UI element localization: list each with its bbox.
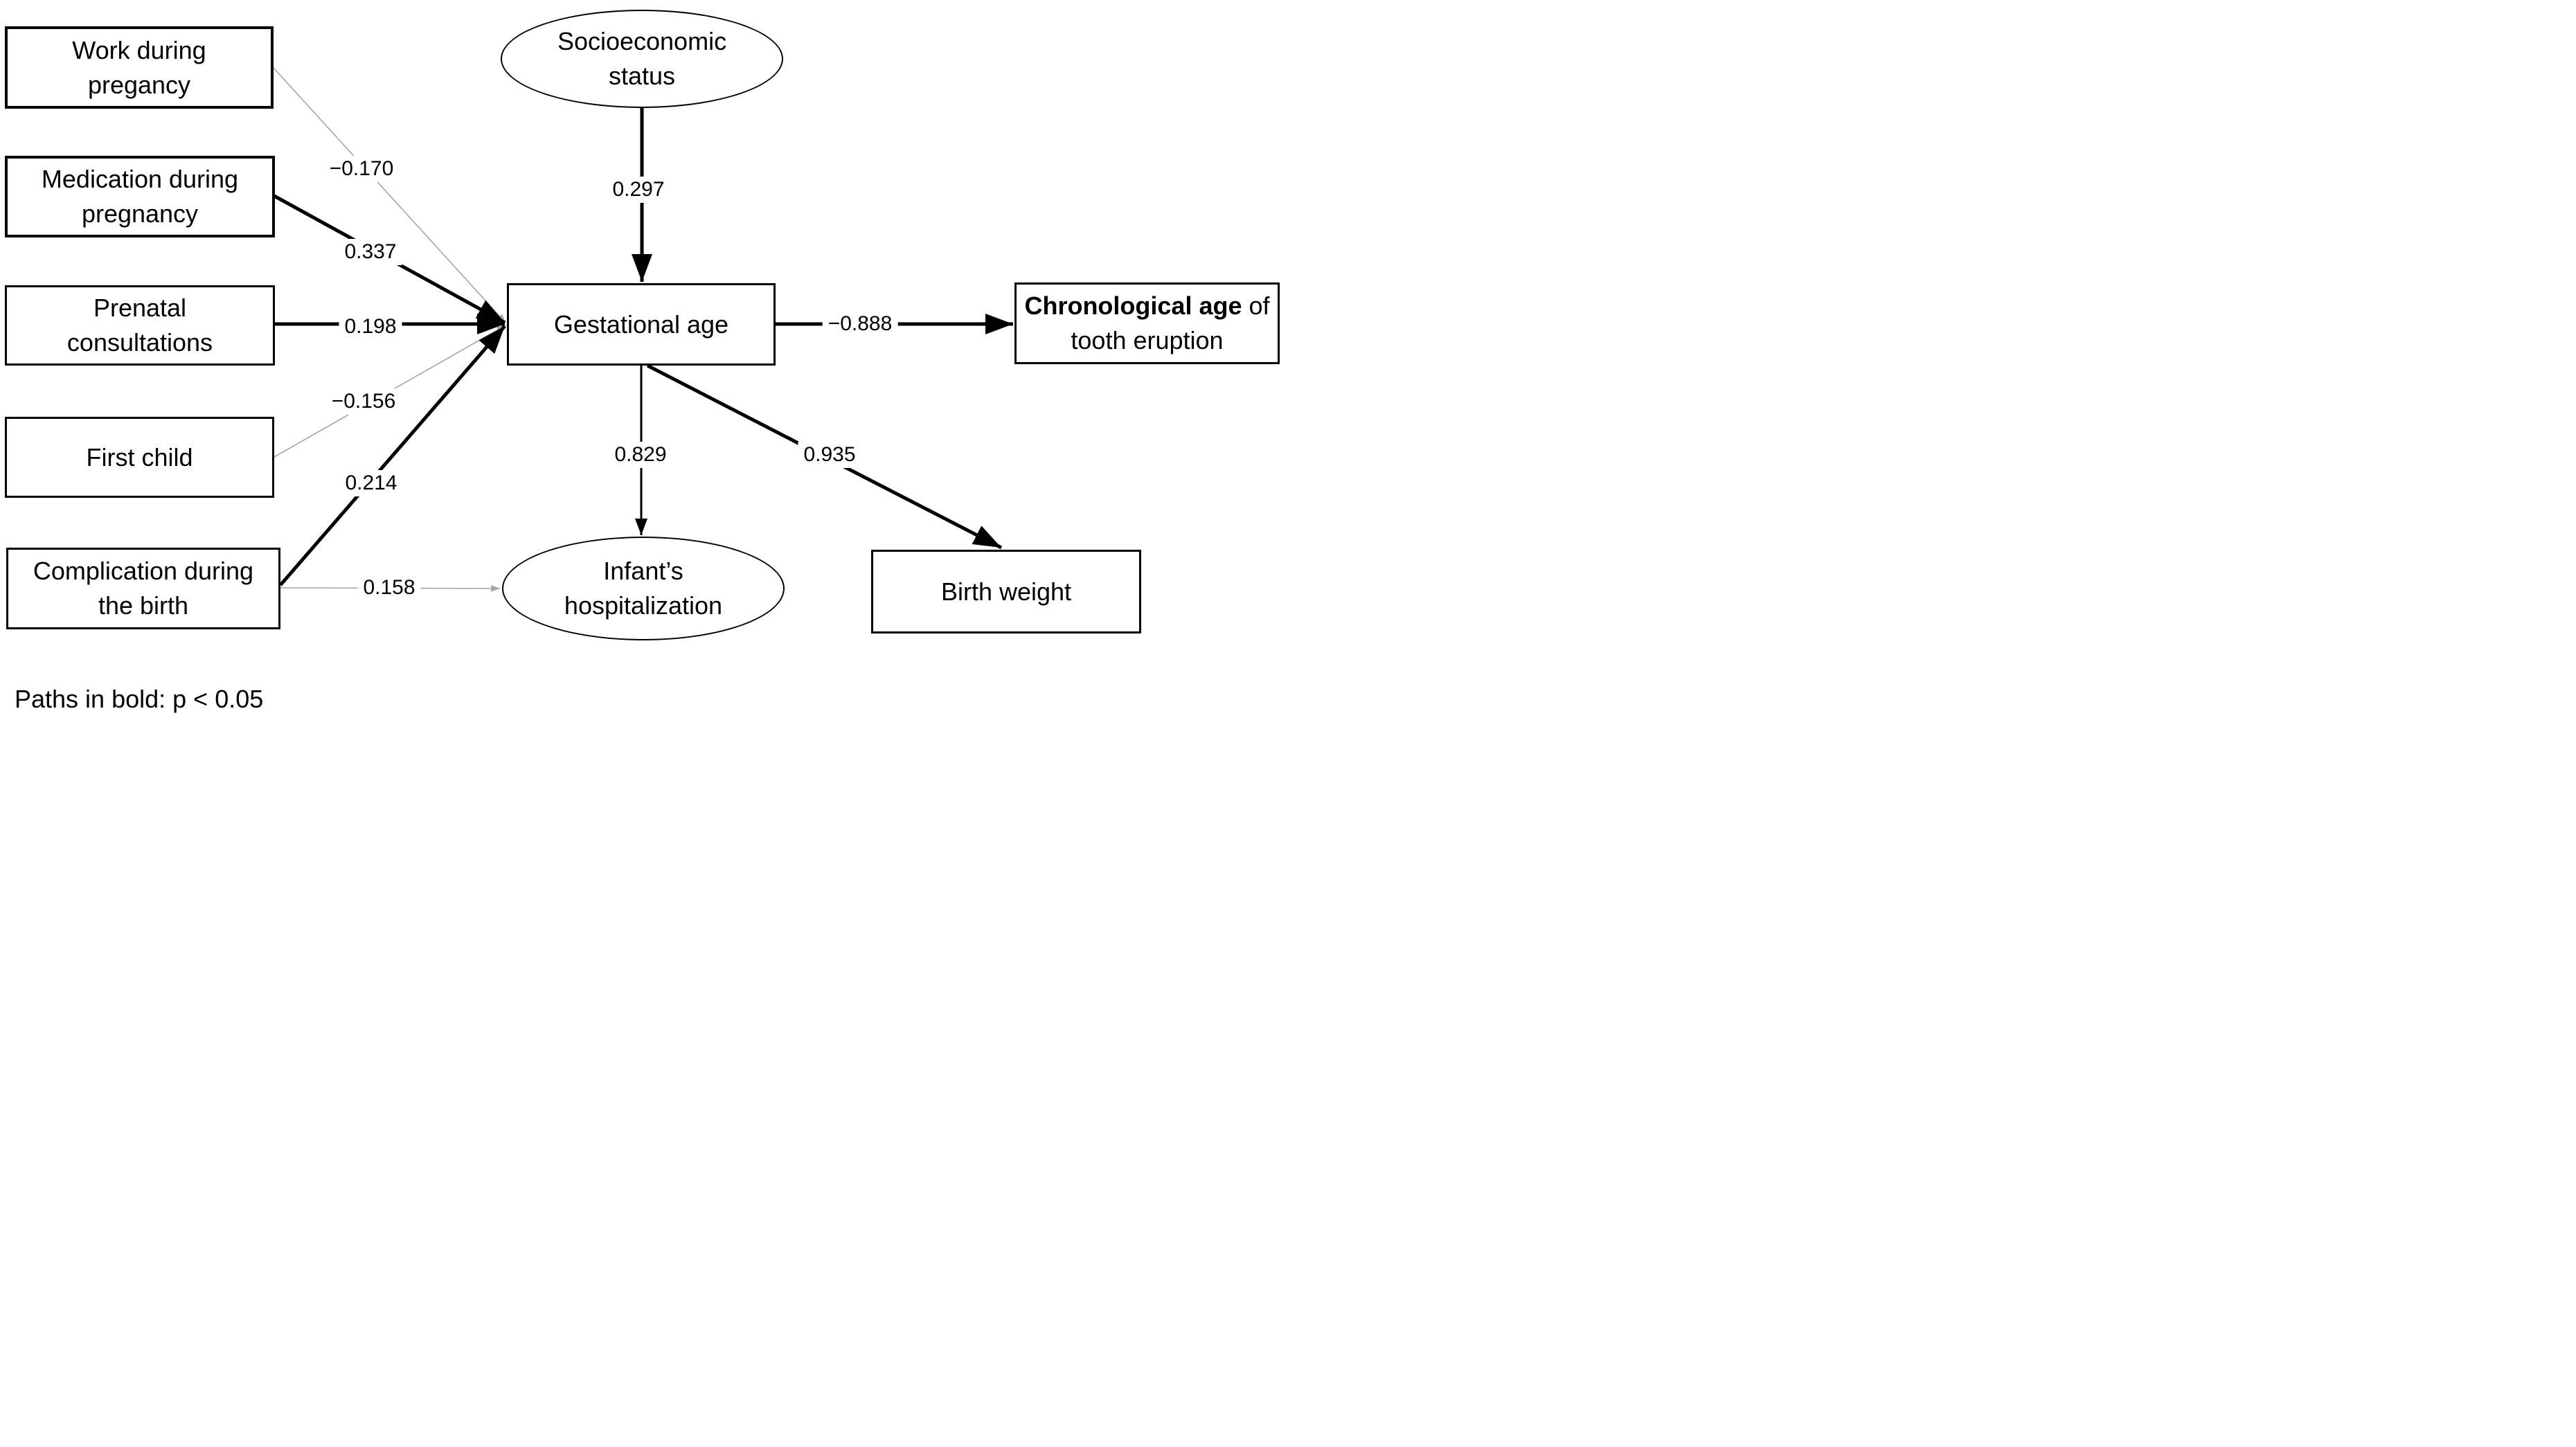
- node-label: hospitalization: [564, 591, 723, 620]
- node-complication-during-birth: Complication during the birth: [6, 548, 280, 629]
- node-label: consultations: [66, 328, 213, 357]
- node-label: Infant’s: [603, 557, 683, 585]
- coefficient-complication-infant: 0.158: [357, 575, 421, 601]
- node-infant-hospitalization: Infant’s hospitalization: [502, 537, 785, 640]
- coefficient-prenatal-gestational: 0.198: [339, 314, 402, 340]
- node-birth-weight: Birth weight: [871, 550, 1141, 633]
- legend-note: Paths in bold: p < 0.05: [15, 685, 264, 713]
- node-label: Prenatal: [93, 294, 187, 322]
- node-label: Medication during: [41, 165, 239, 193]
- coefficient-medication-gestational: 0.337: [339, 239, 402, 265]
- node-work-during-pregnancy: Work during pregancy: [5, 26, 274, 109]
- node-label: Work during: [72, 35, 206, 64]
- node-label: pregancy: [87, 70, 191, 99]
- node-medication-during-pregnancy: Medication during pregnancy: [5, 156, 275, 237]
- coefficient-gestational-birth-weight: 0.935: [798, 442, 861, 468]
- node-label: Complication during: [33, 557, 254, 585]
- node-label: the birth: [98, 591, 189, 620]
- arrow-work-to-gestational-age: [273, 67, 506, 323]
- coefficient-gestational-chronological: −0.888: [822, 311, 898, 337]
- coefficient-first-child-gestational: −0.156: [325, 388, 402, 415]
- node-label: Socioeconomic: [557, 27, 727, 55]
- node-prenatal-consultations: Prenatal consultations: [5, 285, 275, 366]
- node-label-rest: of: [1242, 291, 1270, 320]
- coefficient-complication-gestational: 0.214: [339, 470, 403, 496]
- node-label: pregnancy: [81, 199, 199, 228]
- node-label: tooth eruption: [1071, 326, 1224, 354]
- arrow-complication-to-gestational-age: [279, 325, 506, 586]
- coefficient-gestational-infant: 0.829: [609, 442, 672, 468]
- node-chronological-age-of-tooth-eruption: Chronological age of tooth eruption: [1014, 282, 1280, 364]
- node-first-child: First child: [5, 417, 274, 498]
- node-label-bold: Chronological age: [1024, 291, 1242, 320]
- coefficient-ses-gestational: 0.297: [607, 177, 670, 203]
- node-label: Chronological age of: [1024, 289, 1269, 323]
- node-label: status: [608, 62, 676, 90]
- node-label: First child: [86, 442, 193, 471]
- coefficient-work-gestational: −0.170: [323, 156, 400, 182]
- node-label: Birth weight: [940, 577, 1072, 606]
- node-socioeconomic-status: Socioeconomic status: [501, 10, 783, 108]
- node-gestational-age: Gestational age: [507, 283, 776, 366]
- node-label: Gestational age: [553, 309, 729, 339]
- path-diagram: Work during pregancy Medication during p…: [0, 0, 1288, 724]
